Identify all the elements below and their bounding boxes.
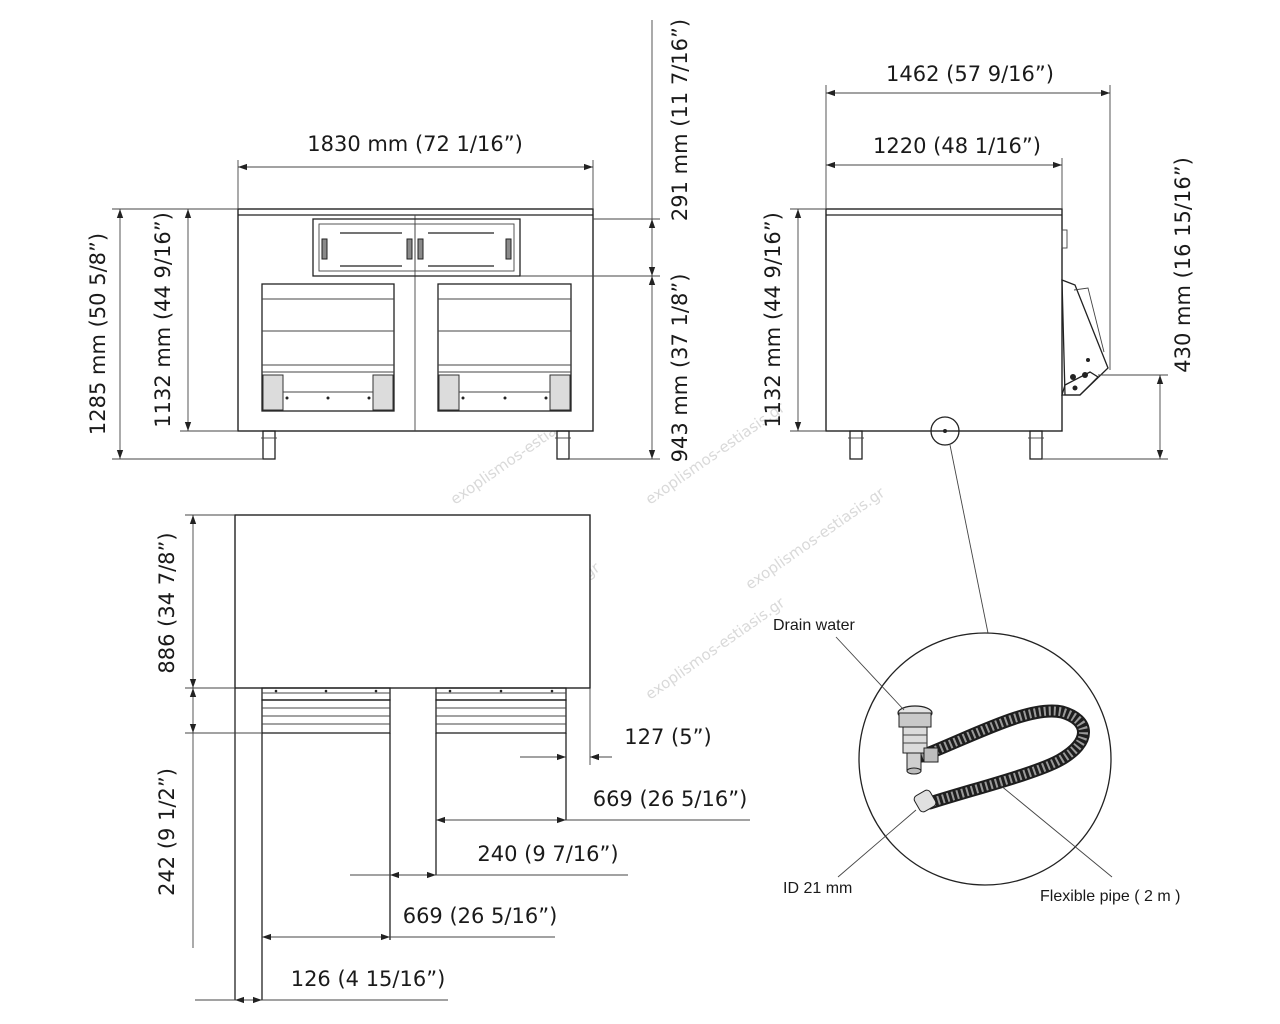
left-width-label: 669 (26 5/16”)	[403, 904, 558, 928]
plan-view	[234, 514, 591, 1000]
drain-detail: Drain water ID 21 mm Flexible pipe ( 2 m…	[773, 617, 1181, 905]
drain-water-label: Drain water	[773, 617, 855, 634]
side-view-dimensions: 1462 (57 9/16”) 1220 (48 1/16”) 1132 mm …	[761, 62, 1195, 460]
front-width-label: 1830 mm (72 1/16”)	[307, 132, 523, 156]
svg-text:exoplismos-estiasis.gr: exoplismos-estiasis.gr	[742, 483, 889, 593]
right-width-label: 669 (26 5/16”)	[593, 787, 748, 811]
front-total-height-label: 1285 mm (50 5/8”)	[86, 233, 110, 435]
side-body-height-label: 1132 mm (44 9/16”)	[761, 212, 785, 428]
id-label: ID 21 mm	[783, 880, 852, 897]
front-view	[237, 208, 594, 460]
svg-text:exoplismos-estiasis.gr: exoplismos-estiasis.gr	[642, 593, 789, 703]
side-view	[825, 208, 1109, 460]
side-body-depth-label: 1220 (48 1/16”)	[873, 134, 1041, 158]
detail-leader	[949, 444, 989, 634]
front-body-height-label: 1132 mm (44 9/16”)	[151, 212, 175, 428]
lower-height-label: 943 mm (37 1/8”)	[668, 274, 692, 463]
left-offset-label: 126 (4 15/16”)	[291, 967, 446, 991]
plan-depth-label: 886 (34 7/8”)	[155, 532, 179, 673]
drain-height-label: 430 mm (16 15/16”)	[1171, 157, 1195, 373]
top-opening-label: 291 mm (11 7/16”)	[668, 19, 692, 221]
right-offset-label: 127 (5”)	[624, 725, 711, 749]
plan-view-dimensions: 886 (34 7/8”) 242 (9 1/2”) 127 (5”) 669 …	[155, 514, 750, 1004]
flexible-pipe-label: Flexible pipe ( 2 m )	[1040, 888, 1181, 905]
center-gap-label: 240 (9 7/16”)	[477, 842, 618, 866]
side-total-depth-label: 1462 (57 9/16”)	[886, 62, 1054, 86]
front-view-dimensions: 1830 mm (72 1/16”) 1285 mm (50 5/8”) 113…	[86, 19, 692, 462]
door-depth-label: 242 (9 1/2”)	[155, 768, 179, 896]
